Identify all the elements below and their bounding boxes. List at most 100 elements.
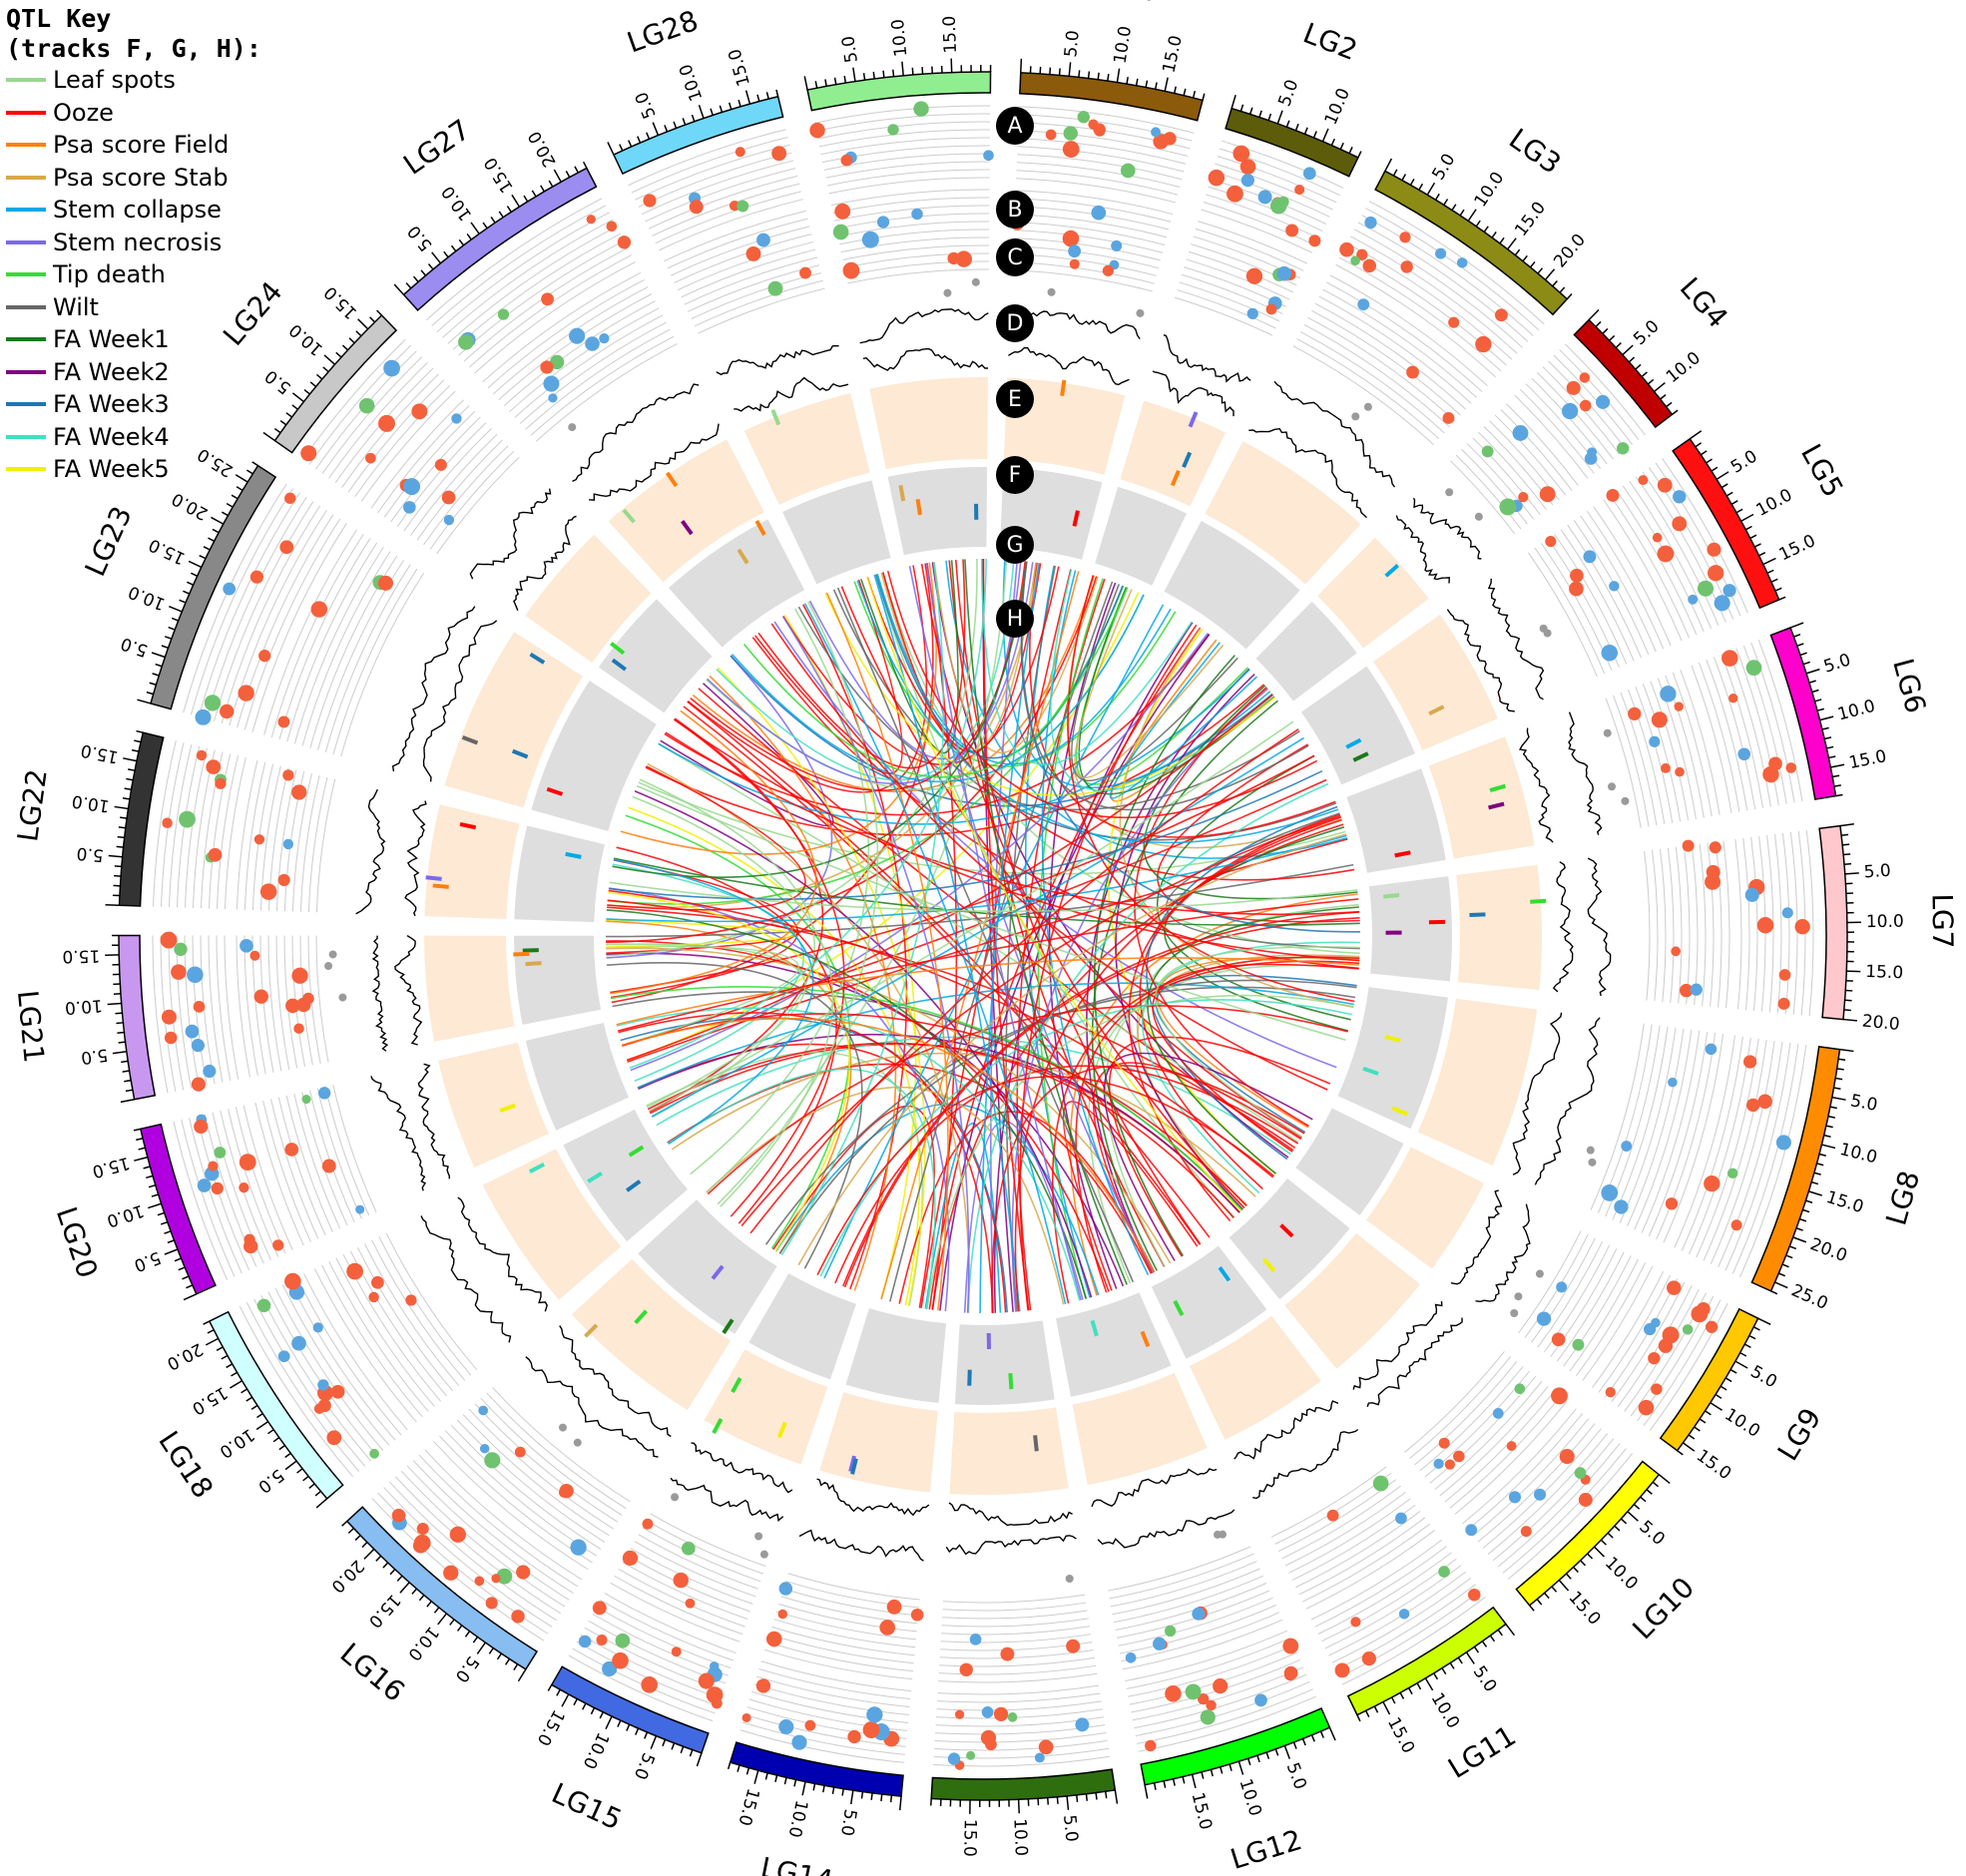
tick-label: 10.0 [1866,912,1904,933]
axis-tick [1182,1776,1186,1784]
qtl-link [1146,805,1338,1161]
axis-tick [505,1658,511,1665]
axis-tick [1757,1317,1771,1326]
scatter-point [1047,287,1056,296]
axis-tick [1622,344,1634,356]
grid-arc [400,1470,566,1608]
scatter-point [1350,255,1360,266]
tick-label: 5.0 [1274,77,1302,109]
scatter-point [754,1532,763,1541]
track-marker-b: B [996,191,1034,229]
track-f-segment [424,935,515,1042]
axis-tick [161,645,169,650]
line-track-trace [1008,346,1130,386]
grid-arc [938,1664,1097,1675]
grid-arc [822,145,990,164]
scatter-point [1682,1324,1694,1335]
scatter-point [1726,1168,1738,1179]
scatter-point [1545,536,1557,548]
qtl-bar [1008,1372,1014,1390]
scatter-point [1063,126,1078,141]
axis-tick [1078,70,1081,78]
grid-arc [1731,1044,1799,1274]
axis-tick [523,195,529,203]
scatter-point [1438,1566,1450,1578]
scatter-point [612,1651,629,1669]
axis-tick [1824,736,1832,740]
tick-label: 5.0 [836,1807,860,1837]
qtl-link [819,999,1352,1277]
track-f-segment [1372,614,1498,750]
qtl-link [764,986,1356,1245]
legend-row: FA Week3 [6,388,265,421]
qtl-link [1147,906,1359,1174]
axis-tick [607,142,615,156]
grid-arc [364,1243,460,1386]
axis-tick [783,1777,787,1785]
scatter-point [160,931,178,949]
axis-tick [1319,1730,1324,1738]
axis-tick [1087,71,1091,79]
scatter-point [1745,1098,1760,1113]
axis-tick [531,190,537,198]
qtl-bar [777,1421,787,1438]
grid-arc [839,229,990,245]
chromosome-band-lg18 [208,1310,344,1500]
axis-tick [1793,634,1801,638]
grid-arc [1302,1523,1431,1603]
axis-tick [314,1490,321,1497]
grid-arc [244,518,341,730]
scatter-point [1302,167,1316,181]
grid-arc [316,1088,362,1219]
scatter-point [1605,1386,1616,1398]
axis-tick [472,1636,479,1643]
scatter-point [1697,580,1715,597]
axis-tick [1144,1784,1149,1799]
grid-arc [1715,841,1722,1008]
axis-tick [1522,254,1528,262]
scatter-point [284,1143,299,1157]
grid-arc [332,568,418,755]
line-track-trace [1097,1509,1235,1549]
scatter-point [478,1405,489,1416]
track-g-segment [1337,987,1448,1130]
grid-arc [820,137,990,156]
scatter-point [947,1752,961,1765]
scatter-point [910,1608,924,1622]
axis-tick [1145,80,1149,88]
qtl-bar [681,520,694,536]
scatter-point [187,966,204,984]
scatter-point [358,397,375,414]
scatter-point [1556,1281,1568,1293]
grid-arc [741,1721,906,1755]
grid-arc [638,1534,758,1590]
scatter-point [1514,1383,1526,1395]
grid-arc [286,542,378,742]
scatter-point [1714,595,1730,612]
grid-arc [313,1268,417,1423]
grid-arc [1013,237,1161,261]
grid-arc [1298,1517,1426,1596]
grid-arc [940,1634,1092,1643]
axis-tick [1842,1018,1857,1022]
scatter-point [617,235,632,249]
legend-swatch [6,467,46,472]
scatter-point [1603,728,1612,737]
grid-arc [1016,162,1181,188]
qtl-link [610,754,1315,994]
scatter-point [496,1568,513,1585]
axis-tick [226,503,234,508]
axis-tick [1689,430,1703,440]
axis-tick [179,599,187,604]
grid-arc [842,244,990,260]
tick-label: 5.0 [630,1749,659,1782]
axis-tick [431,251,442,264]
scatter-point [1165,1625,1177,1638]
scatter-point [416,1522,429,1536]
axis-tick [1805,668,1820,675]
scatter-point [1499,498,1517,516]
scatter-point [1551,1387,1568,1405]
grid-arc [486,1392,627,1510]
grid-arc [1017,154,1183,181]
track-f-segment [438,1042,549,1169]
